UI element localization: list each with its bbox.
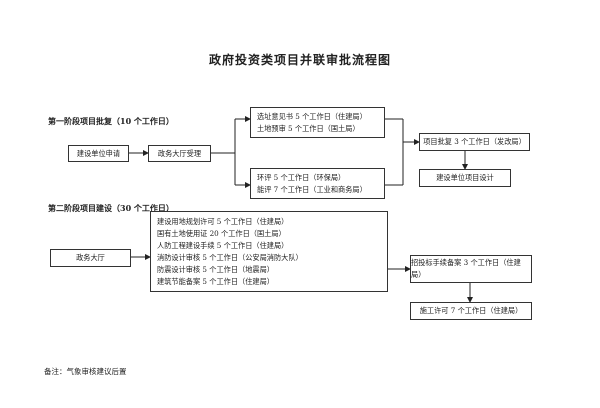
bidding-filing-label: 招投标手续备案 3 个工作日（住建局） — [411, 258, 521, 279]
construction-permit-label: 施工许可 7 个工作日（住建局） — [419, 306, 523, 315]
project-approval-box: 项目批复 3 个工作日（发改局） — [419, 133, 530, 151]
service-hall-box: 政务大厅 — [50, 249, 131, 267]
land-pre-review-item: 土地预审 5 个工作日（国土局） — [257, 124, 360, 133]
civil-defense-item: 人防工程建设手续 5 个工作日（住建局） — [157, 241, 289, 250]
stage2-heading: 第二阶段项目建设（30 个工作日） — [48, 203, 174, 213]
project-approval-label: 项目批复 3 个工作日（发改局） — [423, 137, 526, 146]
stage1-heading: 第一阶段项目批复（10 个工作日） — [48, 116, 174, 126]
seismic-design-item: 防震设计审核 5 个工作日（地震局） — [157, 265, 274, 274]
apply-box: 建设单位申请 — [68, 145, 129, 162]
planning-permit-item: 建设用地规划许可 5 个工作日（住建局） — [157, 217, 289, 226]
site-selection-item: 选址意见书 5 个工作日（住建局） — [257, 112, 367, 121]
hall-accept-box: 政务大厅受理 — [148, 145, 211, 162]
service-hall-label: 政务大厅 — [76, 253, 105, 262]
env-energy-box: 环评 5 个工作日（环保局） 能评 7 个工作日（工业和商务局） — [250, 168, 385, 199]
project-design-box: 建设单位项目设计 — [419, 169, 511, 187]
hall-accept-label: 政务大厅受理 — [157, 148, 202, 158]
env-review-item: 环评 5 个工作日（环保局） — [257, 173, 346, 182]
page-title: 政府投资类项目并联审批流程图 — [208, 53, 391, 67]
project-design-label: 建设单位项目设计 — [436, 173, 494, 182]
fire-design-item: 消防设计审核 5 个工作日（公安局消防大队） — [157, 253, 303, 262]
footnote: 备注：气象审核建议后置 — [44, 367, 127, 376]
energy-review-item: 能评 7 个工作日（工业和商务局） — [257, 185, 367, 194]
land-use-cert-item: 国有土地使用证 20 个工作日（国土局） — [157, 229, 286, 238]
energy-filing-item: 建筑节能备案 5 个工作日（住建局） — [157, 277, 274, 286]
site-land-box: 选址意见书 5 个工作日（住建局） 土地预审 5 个工作日（国土局） — [250, 107, 385, 138]
apply-label: 建设单位申请 — [76, 148, 121, 158]
bidding-filing-box: 招投标手续备案 3 个工作日（住建局） — [410, 255, 532, 283]
construction-permit-box: 施工许可 7 个工作日（住建局） — [410, 302, 532, 320]
construction-parallel-box: 建设用地规划许可 5 个工作日（住建局） 国有土地使用证 20 个工作日（国土局… — [150, 211, 388, 292]
